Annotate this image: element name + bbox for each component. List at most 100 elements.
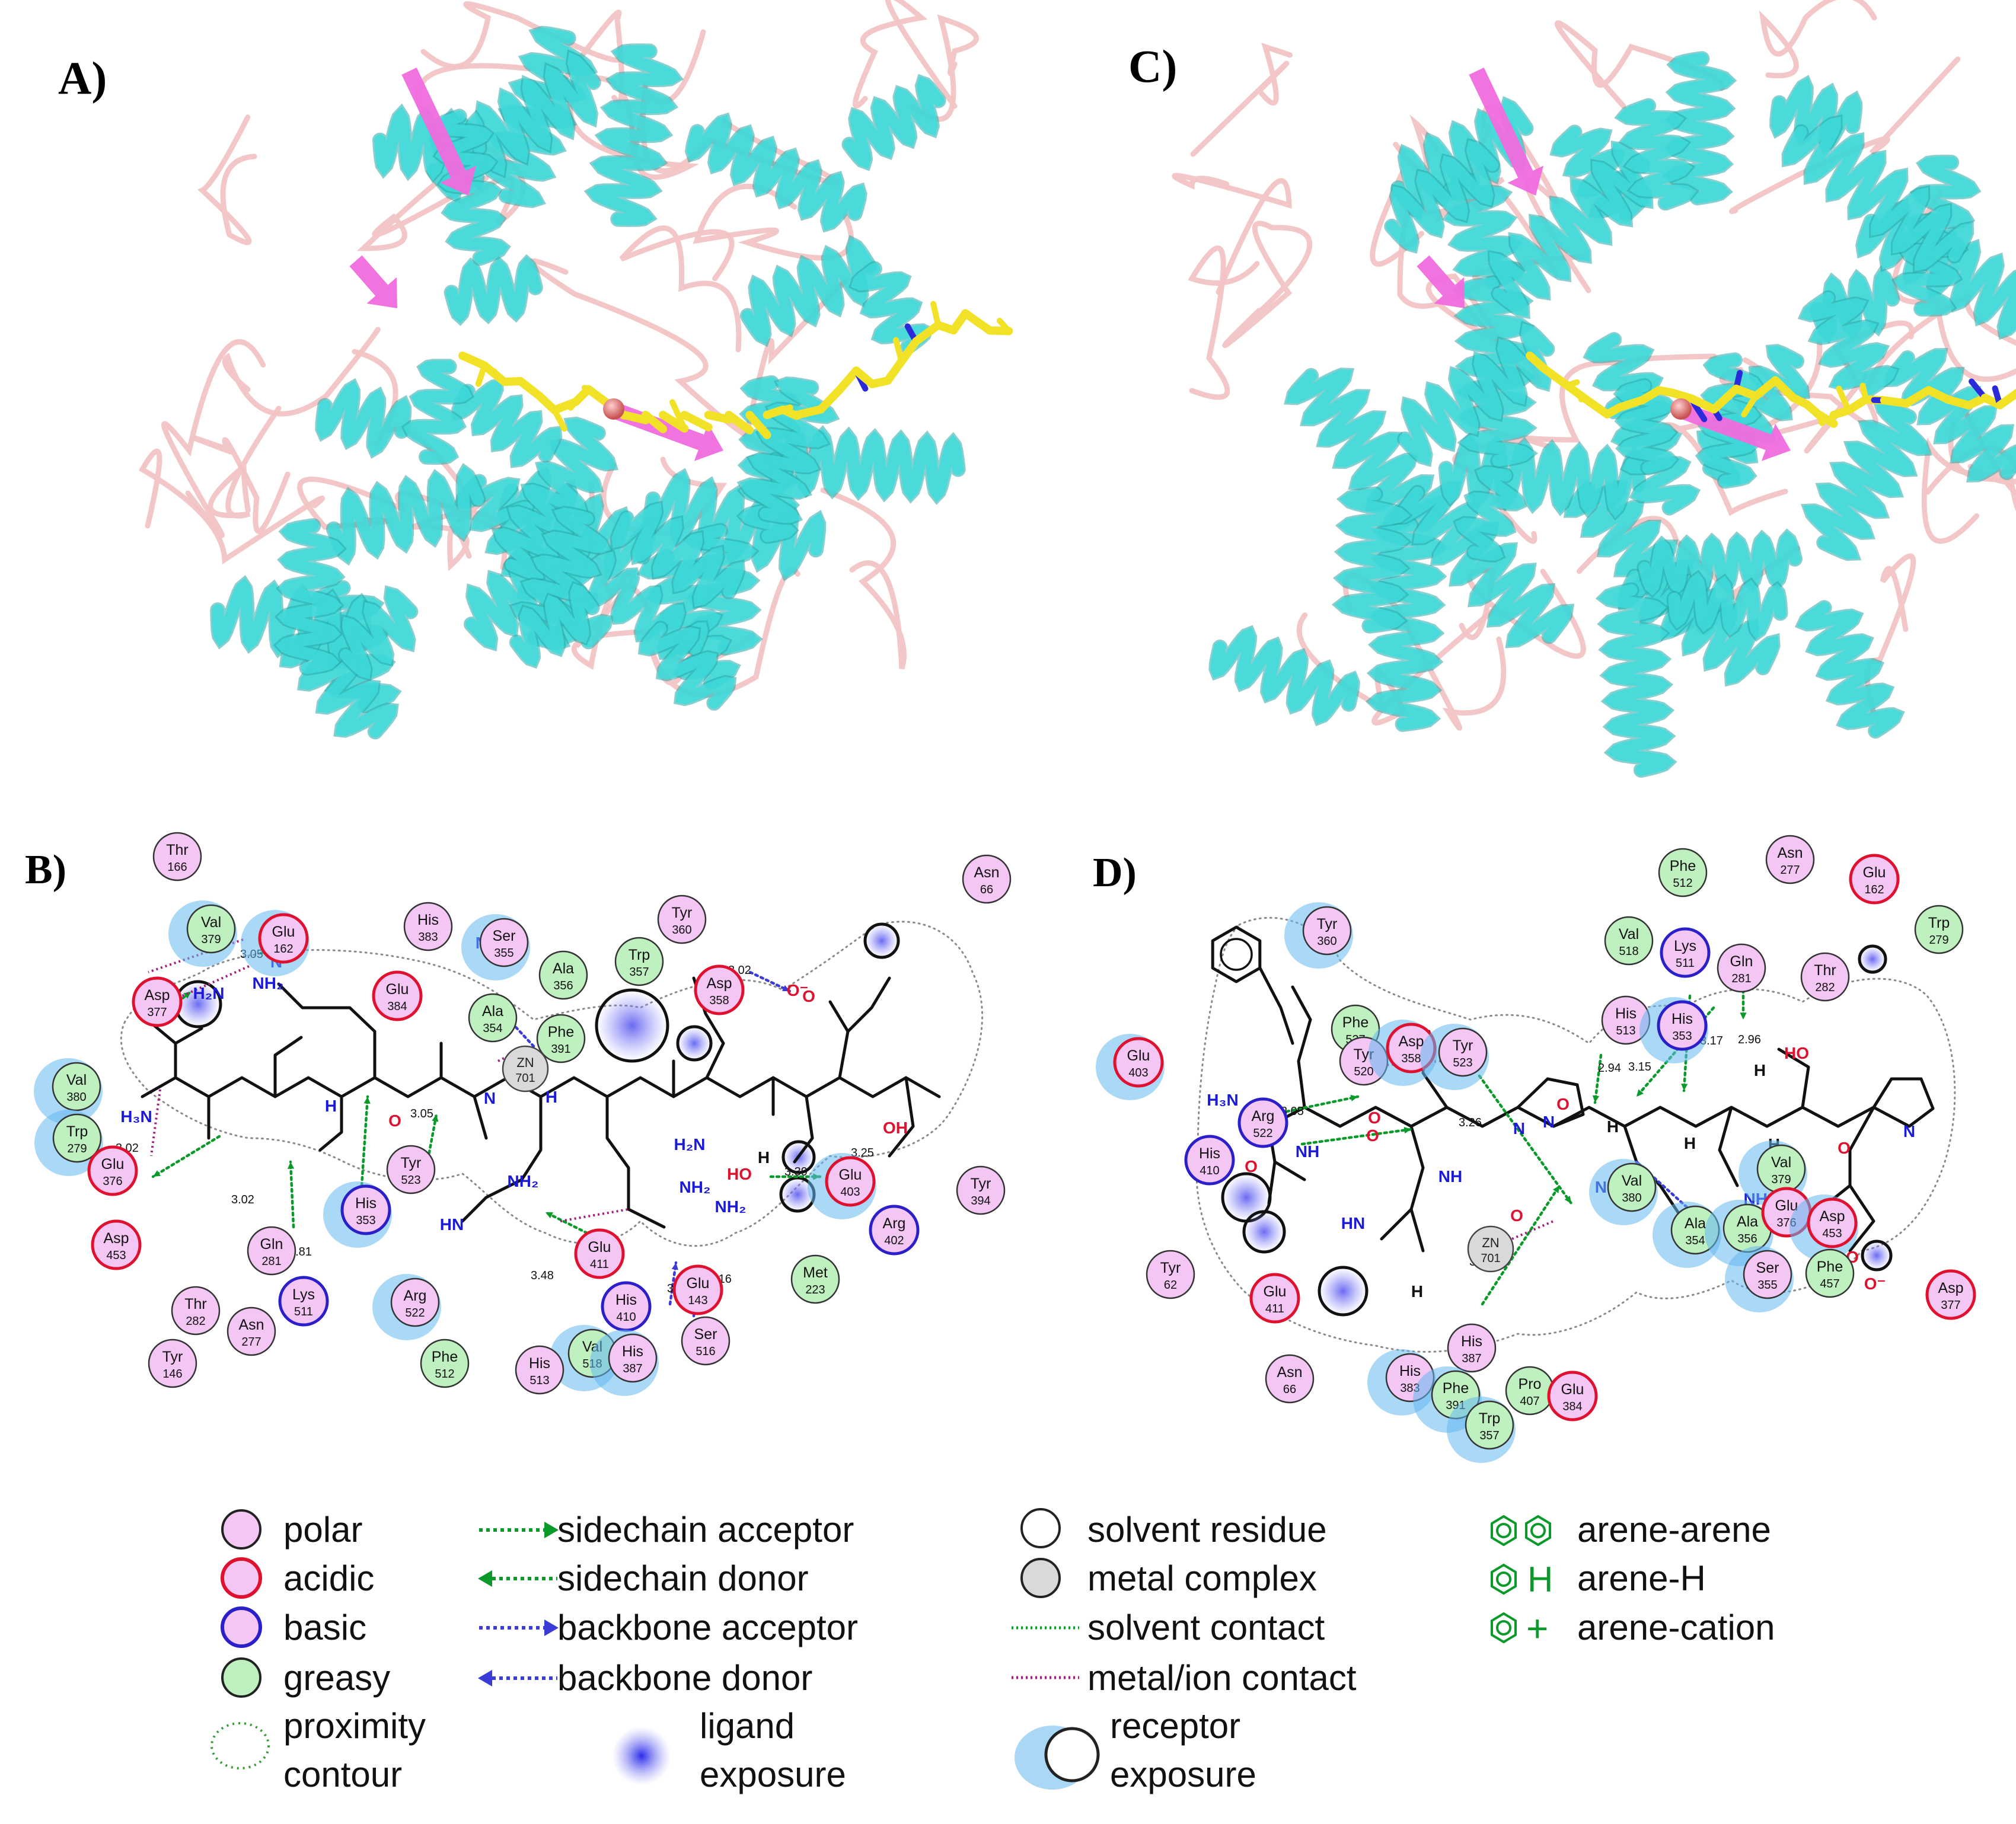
svg-text:His: His (1615, 1005, 1637, 1022)
svg-text:Tyr: Tyr (1453, 1037, 1473, 1054)
atom-label: O (1366, 1126, 1379, 1145)
residue-glu-384: Glu 384 (372, 970, 423, 1021)
legend-label-bb-acceptor: backbone acceptor (557, 1608, 858, 1647)
atom-label: H₃N (1207, 1091, 1238, 1109)
svg-text:Ala: Ala (553, 960, 574, 977)
svg-text:356: 356 (1737, 1232, 1757, 1245)
svg-text:357: 357 (1479, 1429, 1499, 1442)
atom-label: O (802, 987, 815, 1005)
atom-label: HO (727, 1165, 752, 1183)
distance-label: 2.94 (1598, 1062, 1621, 1075)
svg-text:516: 516 (696, 1345, 715, 1358)
legend-label-arene-cation: arene-cation (1577, 1608, 1775, 1647)
svg-text:512: 512 (435, 1368, 454, 1381)
legend-label-sc-donor: sidechain donor (557, 1558, 809, 1598)
svg-text:Pro: Pro (1519, 1376, 1542, 1392)
atom-label: O (1368, 1109, 1381, 1127)
svg-text:Phe: Phe (432, 1349, 458, 1365)
svg-text:457: 457 (1820, 1277, 1839, 1290)
atom-label: OH (883, 1119, 908, 1137)
atom-label: HO (1784, 1044, 1809, 1062)
svg-text:511: 511 (294, 1305, 313, 1318)
legend-swatch-proximity (210, 1722, 270, 1769)
svg-text:Phe: Phe (548, 1024, 574, 1040)
svg-text:513: 513 (1616, 1024, 1635, 1037)
svg-text:Phe: Phe (1670, 858, 1696, 874)
svg-text:Tyr: Tyr (672, 905, 693, 921)
legend-swatch-ligand-exposure (612, 1726, 671, 1785)
legend-label-acidic: acidic (283, 1558, 374, 1598)
atom-label: HN (440, 1215, 464, 1234)
svg-text:377: 377 (1941, 1299, 1960, 1312)
legend-label-basic: basic (283, 1608, 366, 1647)
svg-text:Arg: Arg (404, 1288, 427, 1304)
svg-text:387: 387 (1462, 1352, 1481, 1365)
svg-text:354: 354 (1685, 1234, 1705, 1247)
svg-text:66: 66 (1283, 1383, 1296, 1396)
svg-text:277: 277 (1780, 864, 1800, 877)
legend-label-ligand-1: ligand (700, 1706, 795, 1746)
svg-text:277: 277 (241, 1336, 261, 1349)
svg-text:522: 522 (405, 1306, 425, 1320)
svg-text:384: 384 (387, 1000, 407, 1013)
legend-swatch-basic (221, 1606, 262, 1648)
svg-text:Glu: Glu (588, 1239, 611, 1256)
svg-text:Glu: Glu (386, 981, 409, 998)
svg-text:356: 356 (553, 979, 573, 992)
svg-text:Asp: Asp (144, 987, 170, 1004)
svg-text:Arg: Arg (1252, 1108, 1275, 1125)
arene-arene-icon (1491, 1515, 1551, 1547)
atom-label: O (1245, 1157, 1258, 1175)
svg-text:282: 282 (1815, 981, 1835, 994)
svg-text:Val: Val (66, 1072, 87, 1088)
svg-text:His: His (417, 912, 439, 928)
legend-swatch-greasy (221, 1657, 261, 1698)
legend-label-receptor-2: exposure (1110, 1755, 1256, 1794)
svg-text:ZN: ZN (516, 1055, 534, 1070)
svg-text:Tyr: Tyr (1317, 916, 1338, 932)
atom-label: H (546, 1088, 557, 1106)
svg-text:Ala: Ala (1737, 1213, 1758, 1230)
atom-label: HN (1341, 1214, 1365, 1232)
svg-text:146: 146 (162, 1368, 182, 1381)
svg-text:376: 376 (103, 1175, 122, 1188)
svg-text:Thr: Thr (1814, 962, 1836, 979)
atom-label: O⁻ (787, 981, 809, 999)
residue-lys-511: Lys 511 (278, 1276, 329, 1327)
atom-label: H (758, 1148, 770, 1167)
svg-text:513: 513 (529, 1374, 549, 1387)
svg-text:Asn: Asn (974, 864, 999, 881)
atom-label: H₂N (674, 1135, 706, 1154)
svg-text:403: 403 (840, 1186, 860, 1199)
svg-text:Arg: Arg (883, 1215, 906, 1232)
legend-label-arene-arene: arene-arene (1577, 1510, 1771, 1550)
svg-text:Lys: Lys (292, 1286, 315, 1303)
svg-text:357: 357 (629, 966, 649, 979)
legend-swatch-sc-acceptor (479, 1522, 559, 1538)
svg-text:Ser: Ser (1756, 1260, 1779, 1276)
residue-thr-282: Thr 282 (1800, 952, 1850, 1002)
legend-swatch-metal-complex (1020, 1558, 1061, 1598)
svg-text:166: 166 (167, 861, 187, 874)
atom-label: NH₂ (508, 1172, 539, 1190)
legend-label-metal-complex: metal complex (1087, 1558, 1317, 1598)
svg-text:Glu: Glu (1127, 1047, 1150, 1064)
svg-text:His: His (1672, 1011, 1693, 1027)
svg-text:Glu: Glu (1863, 864, 1886, 881)
panel-label-c: C) (1128, 40, 1177, 92)
